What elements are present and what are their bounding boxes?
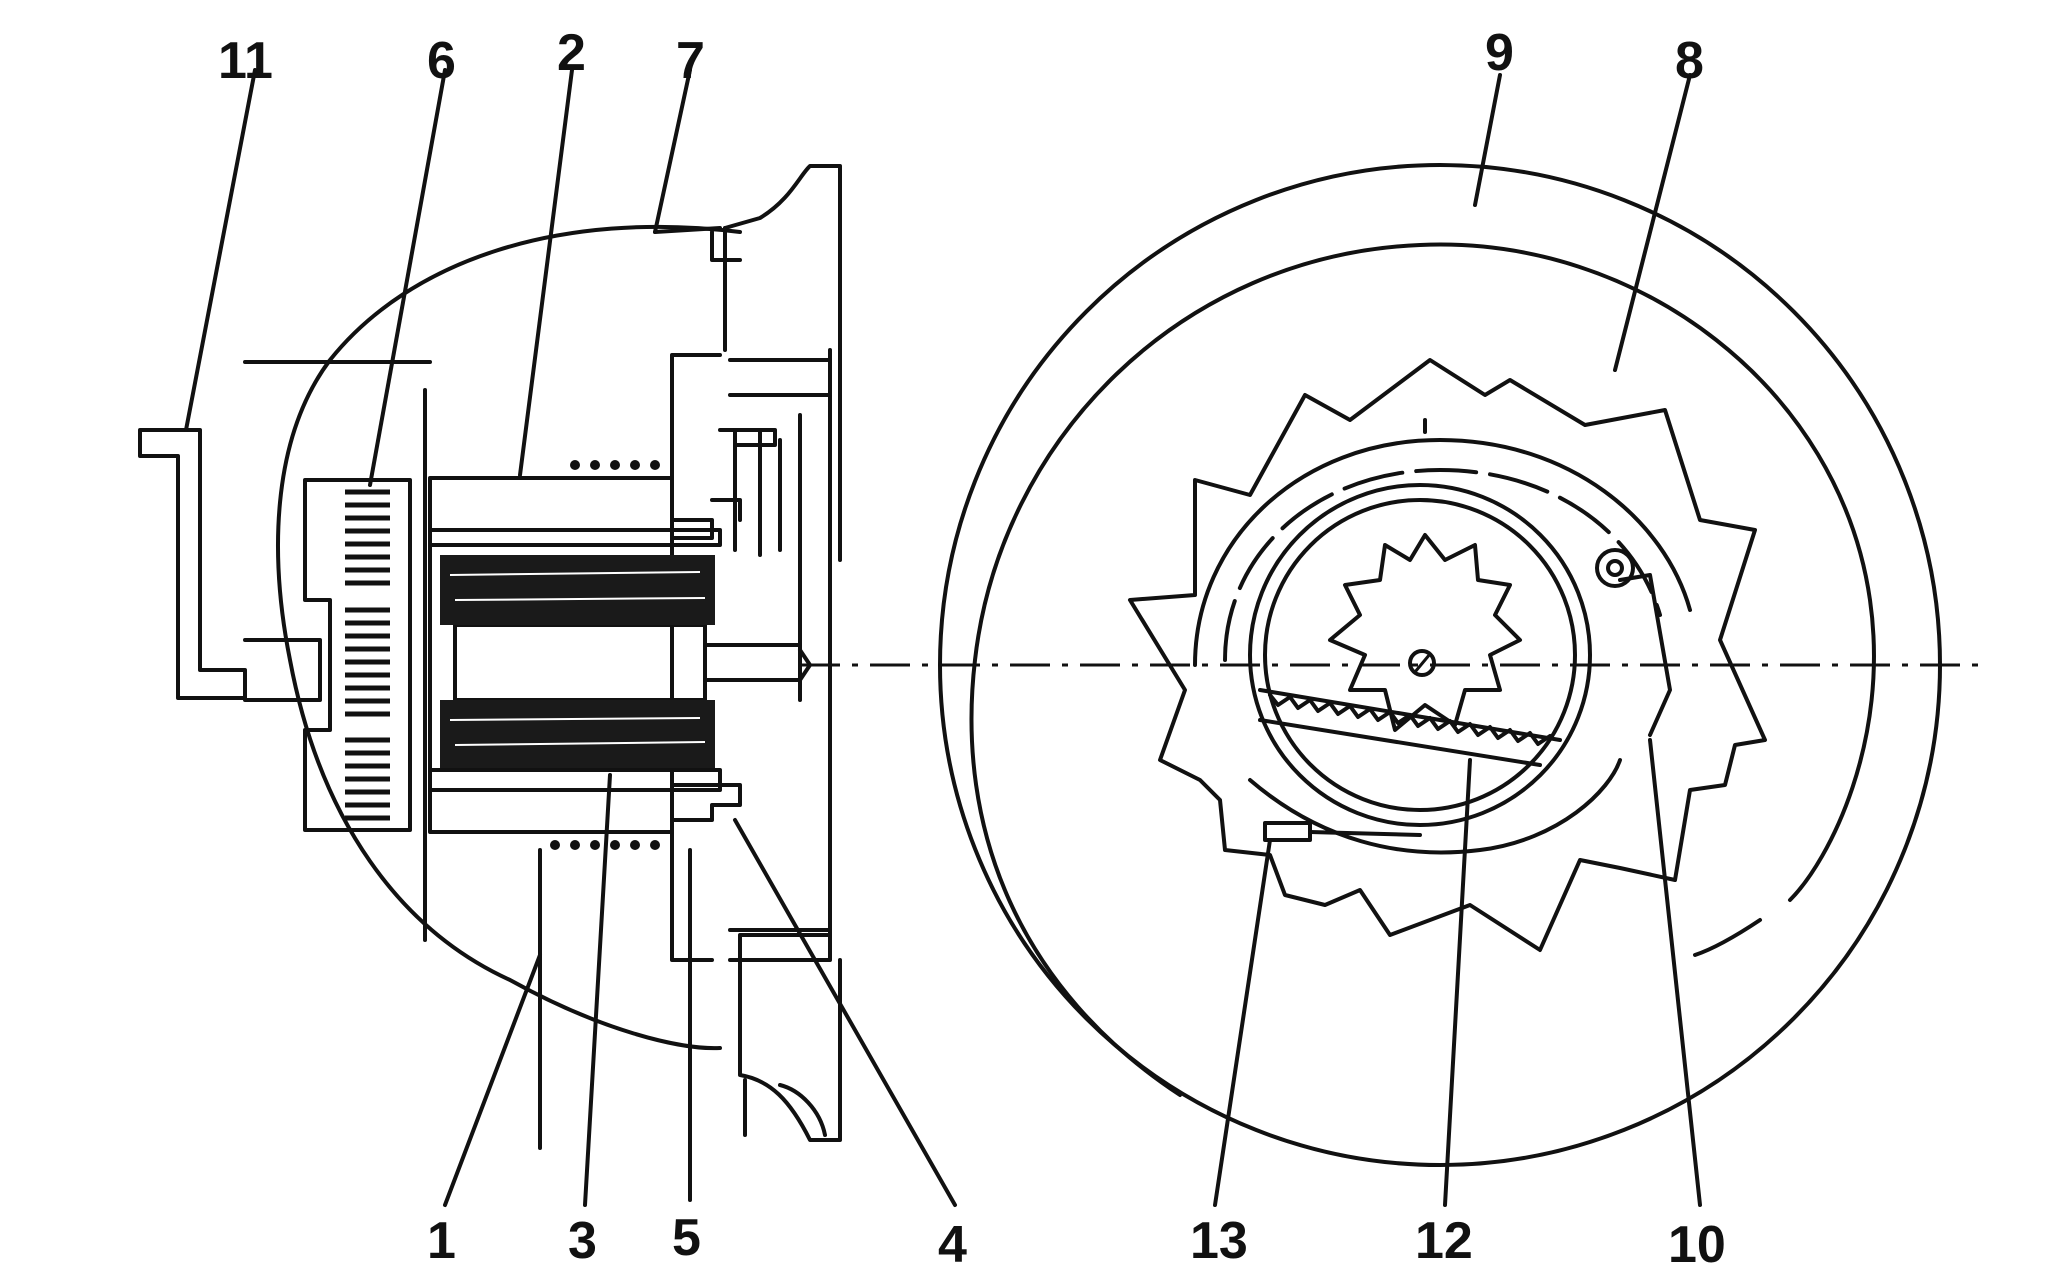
leader-4 [733, 818, 957, 1207]
spool-top-rim [428, 528, 722, 547]
leader-11 [184, 68, 257, 432]
leader-7 [653, 68, 692, 234]
leader-9 [1473, 73, 1502, 207]
stop-link [1308, 830, 1422, 837]
front-view [938, 163, 1942, 1167]
cover-plate [828, 348, 842, 932]
spring-cap [733, 428, 777, 447]
center-shaft [1408, 649, 1436, 677]
inner-ring [969, 242, 1876, 1097]
plunger [453, 623, 707, 702]
leader-3 [583, 773, 612, 1207]
rack-teeth [1268, 693, 1552, 746]
pinion-gear [1328, 533, 1522, 732]
label-10: 10 [1668, 1216, 1726, 1274]
center-shaft-slot [1413, 652, 1432, 674]
coil-lower [440, 700, 715, 768]
leader-6 [368, 68, 447, 487]
outer-ring [938, 163, 1942, 1167]
contact-plate [303, 478, 412, 832]
cover-boss-lower [728, 928, 832, 962]
label-4: 4 [938, 1216, 967, 1274]
leader-12 [1443, 758, 1472, 1207]
coil-winding [440, 555, 715, 768]
lever [138, 428, 247, 700]
stop-block [1263, 821, 1312, 842]
leader-8 [1613, 73, 1692, 372]
label-12: 12 [1415, 1212, 1473, 1270]
pawl [1618, 573, 1672, 737]
label-3: 3 [568, 1212, 597, 1270]
pawl-pivot [1595, 548, 1635, 588]
lower-flange-shape [743, 1078, 827, 1137]
spring-cavity [718, 428, 782, 557]
housing-inner-step [710, 226, 742, 352]
lever-block [243, 638, 322, 702]
contact-plate-hatch [345, 489, 390, 821]
leader-lines [184, 68, 1702, 1207]
leader-1 [443, 953, 542, 1207]
label-9: 9 [1485, 24, 1514, 82]
label-2: 2 [557, 24, 586, 82]
housing-top-flange [653, 164, 842, 352]
serrated-disc [1128, 358, 1767, 952]
ring-arc-outer [1193, 438, 1692, 667]
label-5: 5 [672, 1209, 701, 1267]
leader-13 [1213, 838, 1272, 1207]
inner-plate-bottom [670, 818, 714, 962]
label-7: 7 [676, 32, 705, 90]
spool-body [428, 476, 674, 834]
sectional-view [138, 164, 842, 1150]
gear-housing-inner [1263, 498, 1577, 812]
leader-2 [518, 68, 574, 477]
spool-bottom-rim [428, 768, 722, 792]
coil-upper [440, 555, 715, 625]
label-8: 8 [1675, 32, 1704, 90]
leader-10 [1648, 738, 1702, 1207]
label-13: 13 [1190, 1212, 1248, 1270]
spring-dots [550, 460, 660, 850]
label-6: 6 [427, 32, 456, 90]
gear-housing [1248, 483, 1592, 827]
ring-arc-lower [1248, 758, 1622, 855]
cover-lower [738, 933, 842, 1142]
cover-boss [728, 358, 832, 397]
plunger-rod [703, 643, 802, 682]
ring-dashed [1223, 468, 1662, 662]
pawl-pivot-inner [1606, 559, 1624, 577]
label-1: 1 [427, 1212, 456, 1270]
callout-labels: 11 6 2 7 9 8 1 3 5 4 13 12 10 [218, 24, 1726, 1274]
inner-ring-gap [1693, 918, 1762, 957]
housing-outline [276, 224, 742, 1051]
label-11: 11 [218, 32, 273, 90]
upper-step [710, 498, 742, 522]
